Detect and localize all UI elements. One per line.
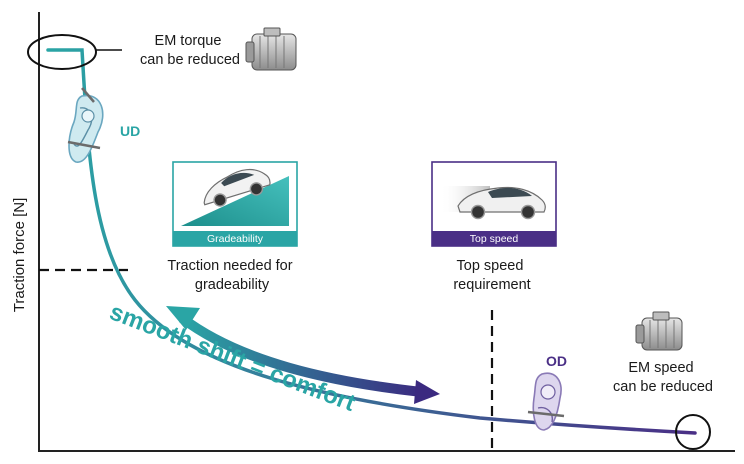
em-torque-line1: EM torque (155, 33, 222, 49)
svg-text:EM speed can be reduced: EM speed can be reduced (613, 360, 713, 395)
em-speed-highlight-circle (675, 414, 711, 450)
underdrive-label: UD (120, 123, 140, 139)
traction-force-curve (46, 48, 697, 435)
svg-text:Traction needed for gradea: Traction needed for gradeability (167, 258, 296, 293)
transmission-gear-icon-ud (67, 87, 104, 163)
overdrive-label: OD (546, 353, 567, 369)
car-speed-icon (457, 186, 546, 220)
traction-needed-line1: Traction needed for (167, 258, 292, 274)
y-axis-label: Traction force [N] (11, 198, 28, 312)
car-uphill-icon (203, 168, 271, 207)
gradeability-caption: Gradeability (207, 233, 264, 245)
arrow-head-left (166, 306, 200, 330)
top-speed-req-line2: requirement (453, 277, 530, 293)
top-speed-caption: Top speed (470, 233, 519, 245)
top-speed-caption-bar (432, 231, 556, 246)
smooth-shift-label: smooth shift = comfort (106, 298, 359, 417)
em-speed-line2: can be reduced (613, 379, 713, 395)
arrow-head-right (414, 380, 440, 404)
svg-text:Top speed requirement: Top speed requirement (453, 258, 530, 293)
smooth-shift-arrow (166, 306, 440, 404)
em-torque-highlight-ellipse (27, 34, 97, 70)
traction-needed-line2: gradeability (195, 277, 270, 293)
gradeability-card: Gradeability (172, 161, 298, 247)
electric-motor-icon (245, 27, 297, 71)
gradeability-caption-bar (173, 231, 297, 246)
em-speed-line1: EM speed (628, 360, 693, 376)
top-speed-card: Top speed (431, 161, 557, 247)
em-torque-line2: can be reduced (140, 52, 240, 68)
top-speed-req-line1: Top speed (457, 258, 524, 274)
svg-text:EM torque can be reduced: EM torque can be reduced (140, 33, 240, 68)
transmission-gear-icon-od (527, 372, 565, 431)
electric-motor-icon-2 (635, 311, 683, 351)
